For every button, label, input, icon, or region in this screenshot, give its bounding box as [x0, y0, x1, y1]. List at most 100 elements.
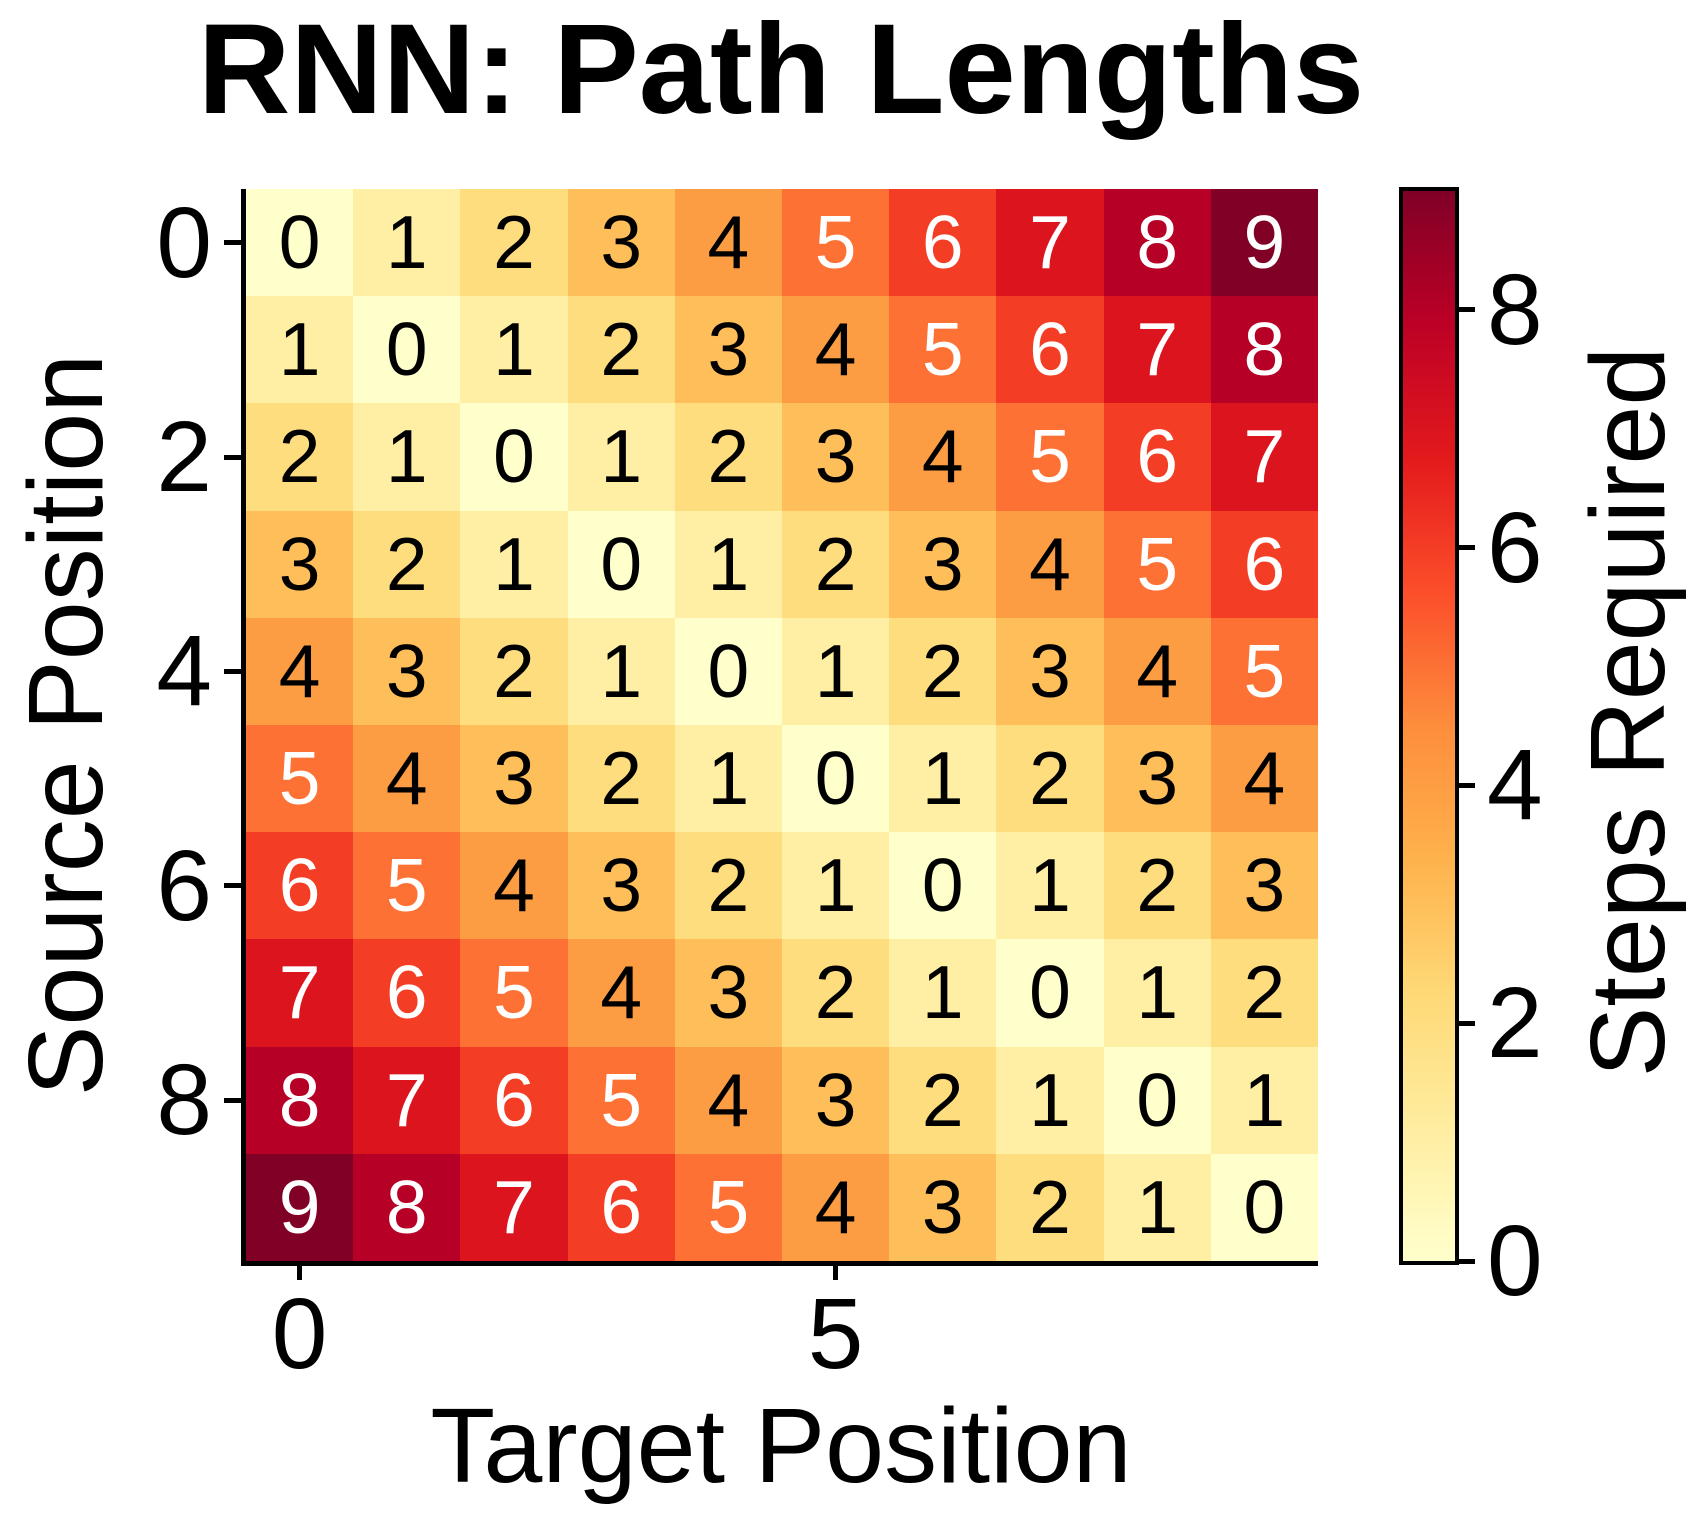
heatmap-cell: 3: [781, 403, 890, 511]
x-axis-label: Target Position: [430, 1387, 1132, 1505]
heatmap-cell: 1: [353, 403, 461, 511]
heatmap-cell: 5: [674, 1153, 782, 1261]
heatmap-cell: 5: [889, 296, 997, 404]
heatmap-cell: 0: [674, 617, 782, 725]
heatmap-cell: 2: [674, 403, 782, 511]
heatmap-cell: 2: [246, 403, 354, 511]
heatmap-cell: 3: [1210, 832, 1318, 940]
y-tick-label: 0: [156, 186, 212, 299]
heatmap-cell: 0: [353, 296, 461, 404]
colorbar-label: Steps Required: [1569, 346, 1687, 1078]
heatmap-cell: 1: [674, 724, 782, 833]
heatmap-cell: 0: [246, 189, 354, 297]
heatmap-cell: 3: [567, 189, 675, 297]
colorbar-tick-label: 6: [1487, 491, 1543, 604]
heatmap-cell: 1: [1210, 1046, 1318, 1154]
heatmap-cell: 1: [674, 510, 782, 618]
heatmap-cell: 4: [1210, 724, 1318, 833]
heatmap-cell: 4: [781, 1153, 890, 1261]
heatmap-cell: 6: [460, 1046, 568, 1154]
heatmap-cell: 1: [460, 296, 568, 404]
heatmap-cell: 1: [889, 724, 997, 833]
heatmap-cell: 7: [1103, 296, 1211, 404]
heatmap-cell: 8: [1210, 296, 1318, 404]
heatmap-cell: 6: [1103, 403, 1211, 511]
heatmap-cell: 3: [781, 1046, 890, 1154]
y-tick-mark: [224, 454, 241, 460]
x-tick-label: 0: [271, 1278, 328, 1390]
heatmap-cell: 4: [674, 189, 782, 297]
heatmap-cell: 7: [1210, 403, 1318, 511]
heatmap-cell: 3: [674, 296, 782, 404]
heatmap-cell: 6: [246, 832, 354, 940]
heatmap-cell: 0: [996, 939, 1104, 1047]
heatmap-cell: 2: [889, 617, 997, 725]
heatmap-cell: 5: [996, 403, 1104, 511]
heatmap-cell: 4: [353, 724, 461, 833]
x-axis-spine: [241, 1261, 1318, 1266]
heatmap-cell: 7: [460, 1153, 568, 1261]
heatmap-cell: 8: [353, 1153, 461, 1261]
heatmap-cell: 1: [567, 617, 675, 725]
heatmap-cell: 6: [353, 939, 461, 1047]
heatmap-cell: 7: [353, 1046, 461, 1154]
colorbar-tick-mark: [1459, 307, 1475, 313]
heatmap-cell: 6: [1210, 510, 1318, 618]
heatmap-cell: 2: [996, 724, 1104, 833]
heatmap-cell: 8: [246, 1046, 354, 1154]
colorbar-tick-mark: [1459, 1020, 1475, 1026]
heatmap-cell: 4: [567, 939, 675, 1047]
heatmap-cell: 0: [567, 510, 675, 618]
heatmap-cell: 1: [460, 510, 568, 618]
heatmap-cell: 0: [781, 724, 890, 833]
heatmap-cell: 0: [889, 832, 997, 940]
heatmap-cell: 9: [1210, 189, 1318, 297]
heatmap-cell: 1: [1103, 1153, 1211, 1261]
colorbar-tick-label: 2: [1487, 967, 1543, 1080]
heatmap-cell: 3: [674, 939, 782, 1047]
y-tick-mark: [224, 883, 241, 889]
heatmap-cell: 2: [567, 296, 675, 404]
heatmap-cell: 6: [567, 1153, 675, 1261]
heatmap-cell: 1: [781, 617, 890, 725]
heatmap-cell: 3: [889, 1153, 997, 1261]
colorbar-tick-label: 4: [1487, 729, 1543, 842]
heatmap-cell: 2: [567, 724, 675, 833]
heatmap-cell: 0: [1103, 1046, 1211, 1154]
heatmap-cell: 2: [1210, 939, 1318, 1047]
x-tick-mark: [297, 1266, 303, 1280]
heatmap-cell: 3: [353, 617, 461, 725]
heatmap-cell: 5: [246, 724, 354, 833]
y-tick-mark: [224, 1097, 241, 1103]
y-tick-label: 8: [156, 1044, 212, 1157]
heatmap-cell: 1: [1103, 939, 1211, 1047]
heatmap-cell: 5: [781, 189, 890, 297]
heatmap-cell: 1: [996, 832, 1104, 940]
colorbar: [1399, 187, 1459, 1265]
y-tick-label: 6: [156, 829, 212, 942]
heatmap-cell: 5: [1210, 617, 1318, 725]
heatmap-cell: 4: [996, 510, 1104, 618]
chart-title: RNN: Path Lengths: [197, 0, 1365, 141]
heatmap-cell: 3: [996, 617, 1104, 725]
x-tick-label: 5: [807, 1278, 864, 1390]
heatmap-cell: 2: [460, 617, 568, 725]
heatmap-cell: 2: [674, 832, 782, 940]
heatmap-cell: 2: [460, 189, 568, 297]
heatmap-cell: 2: [1103, 832, 1211, 940]
heatmap-cell: 5: [460, 939, 568, 1047]
heatmap-cell: 3: [246, 510, 354, 618]
y-tick-mark: [224, 240, 241, 246]
heatmap-cell: 8: [1103, 189, 1211, 297]
heatmap-cell: 4: [781, 296, 890, 404]
heatmap-cell: 1: [246, 296, 354, 404]
heatmap-cell: 4: [674, 1046, 782, 1154]
heatmap-cell: 7: [246, 939, 354, 1047]
heatmap-cell: 2: [781, 939, 890, 1047]
heatmap-cell: 1: [996, 1046, 1104, 1154]
y-tick-label: 2: [156, 401, 212, 513]
heatmap-cell: 3: [460, 724, 568, 833]
colorbar-tick-mark: [1459, 545, 1475, 551]
